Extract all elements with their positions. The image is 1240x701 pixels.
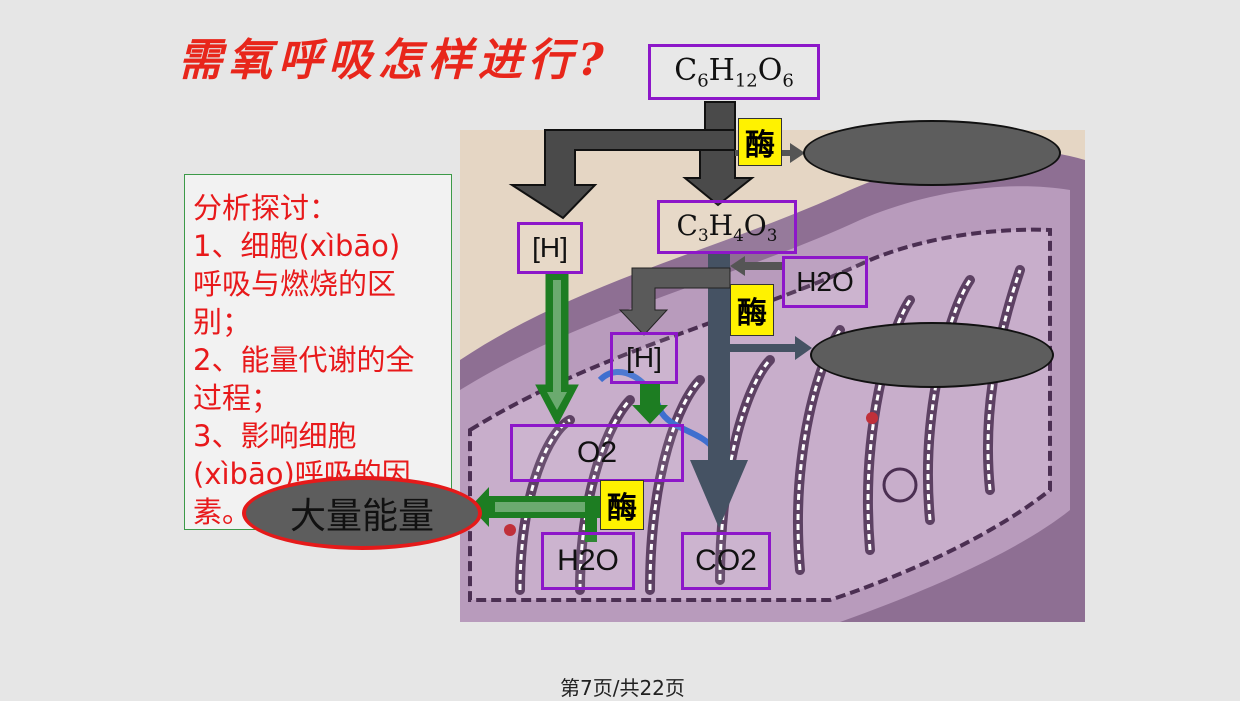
analysis-line: 3、影响细胞 <box>193 419 357 453</box>
pyruvate-formula: C3H4O3 <box>676 209 778 245</box>
water-input-box: H2O <box>782 256 868 308</box>
glucose-box: C6H12O6 <box>648 44 820 100</box>
analysis-line: 2、能量代谢的全 <box>193 343 415 377</box>
analysis-line: 过程； <box>193 381 281 415</box>
glucose-formula: C6H12O6 <box>674 52 794 92</box>
analysis-heading: 分析探讨： <box>193 191 339 225</box>
blank-oval-middle <box>810 322 1054 388</box>
enzyme-label-1: 酶 <box>738 118 782 166</box>
hydrogen-box-top: [H] <box>517 222 583 274</box>
enzyme-label-3: 酶 <box>600 480 644 530</box>
analysis-line: 呼吸与燃烧的区 <box>193 267 397 301</box>
analysis-box: 分析探讨： 1、细胞(xìbāo) 呼吸与燃烧的区 别； 2、能量代谢的全 过程… <box>184 174 452 530</box>
slide-title: 需氧呼吸怎样进行? <box>178 35 610 86</box>
analysis-line: 1、细胞(xìbāo) <box>193 229 401 263</box>
analysis-line: 别； <box>193 305 252 339</box>
page-footer: 第7页/共22页 <box>560 676 685 700</box>
blank-oval-top <box>803 120 1061 186</box>
oxygen-box: O2 <box>510 424 684 482</box>
enzyme-label-2: 酶 <box>730 284 774 336</box>
carbon-dioxide-box: CO2 <box>681 532 771 590</box>
water-output-box: H2O <box>541 532 635 590</box>
pyruvate-box: C3H4O3 <box>657 200 797 254</box>
hydrogen-box-middle: [H] <box>610 332 678 384</box>
analysis-line: 素。 <box>193 495 252 529</box>
energy-oval: 大量能量 <box>242 476 482 550</box>
